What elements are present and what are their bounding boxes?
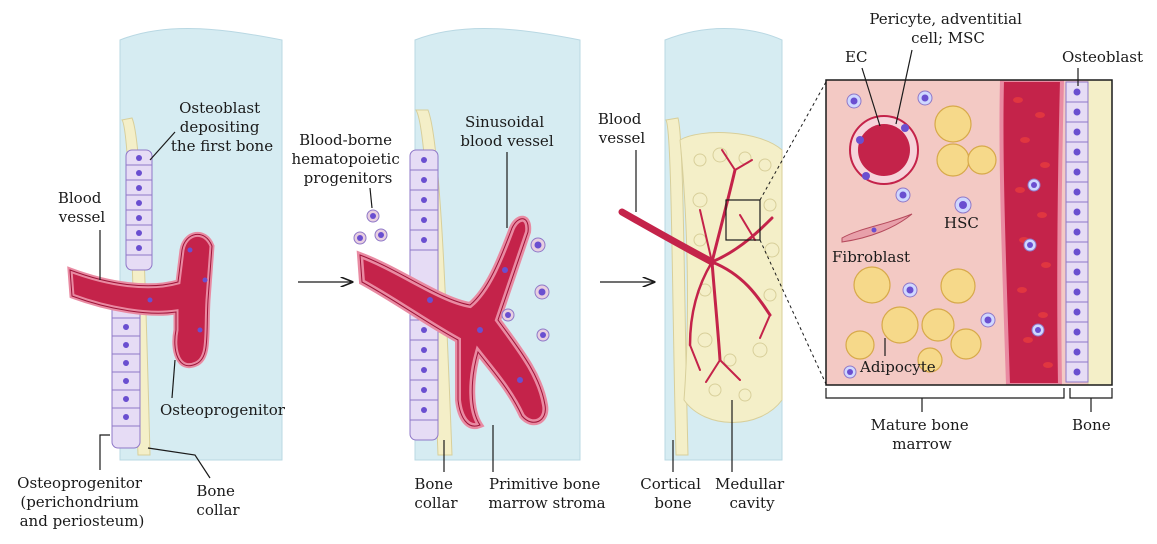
panel2-leader-hematopoietic [370,188,372,208]
panel4-label-osteoblast: Osteoblast [1062,48,1143,66]
panel-2-vascular-invasion: Blood-borne hematopoietic progenitors Si… [291,28,605,512]
panel1-leader-osteoprogenitor-peri [100,435,110,470]
panel4-label-ec: EC [845,48,867,66]
sinusoid-vertical [1001,80,1062,385]
panel1-label-osteoprogenitor-peri: Osteoprogenitor (perichondrium and perio… [17,474,147,530]
panel-4-mature-marrow-detail: Pericyte, adventitial cell; MSC EC Osteo… [826,10,1143,453]
panel4-label-fibroblast: Fibroblast [832,248,910,266]
panel4-label-mature-marrow: Mature bone marrow [871,416,974,453]
bracket-mature-marrow [826,388,1064,398]
panel3-label-medullar-cavity: Medullar cavity [715,475,789,512]
bone-strip [1088,80,1112,385]
panel4-label-hsc: HSC [944,214,979,232]
osteoblast-column [1066,82,1088,382]
panel-1-early-ossification: Osteoblast depositing the first bone Blo… [17,28,286,530]
panel1-label-osteoblast: Osteoblast depositing the first bone [171,99,273,155]
panel2-label-bone-collar: Bone collar [414,475,458,512]
panel2-label-primitive-stroma: Primitive bone marrow stroma [488,475,605,512]
panel1-osteoblast-column [126,150,152,270]
panel4-label-adipocyte: Adipocyte [859,358,936,376]
panel1-osteoprogenitor-column [112,300,140,448]
panel4-label-pericyte: Pericyte, adventitial cell; MSC [869,10,1026,47]
panel4-label-bone: Bone [1072,416,1111,434]
panel1-label-blood-vessel: Blood vessel [58,189,106,226]
panel3-label-cortical-bone: Cortical bone [640,475,705,512]
panel1-label-osteoprogenitor: Osteoprogenitor [160,401,286,419]
panel-3-mature-bone: Blood vessel Cortical bone Medullar cavi… [598,28,789,512]
endothelial-vessel [850,116,918,184]
panel3-medullar-cavity [680,133,782,423]
panel1-label-bone-collar: Bone collar [196,482,240,519]
bracket-bone [1070,388,1112,398]
panel2-label-hematopoietic: Blood-borne hematopoietic progenitors [291,131,404,187]
panel2-label-sinusoidal: Sinusoidal blood vessel [460,113,553,150]
panel3-label-blood-vessel: Blood vessel [598,110,646,147]
